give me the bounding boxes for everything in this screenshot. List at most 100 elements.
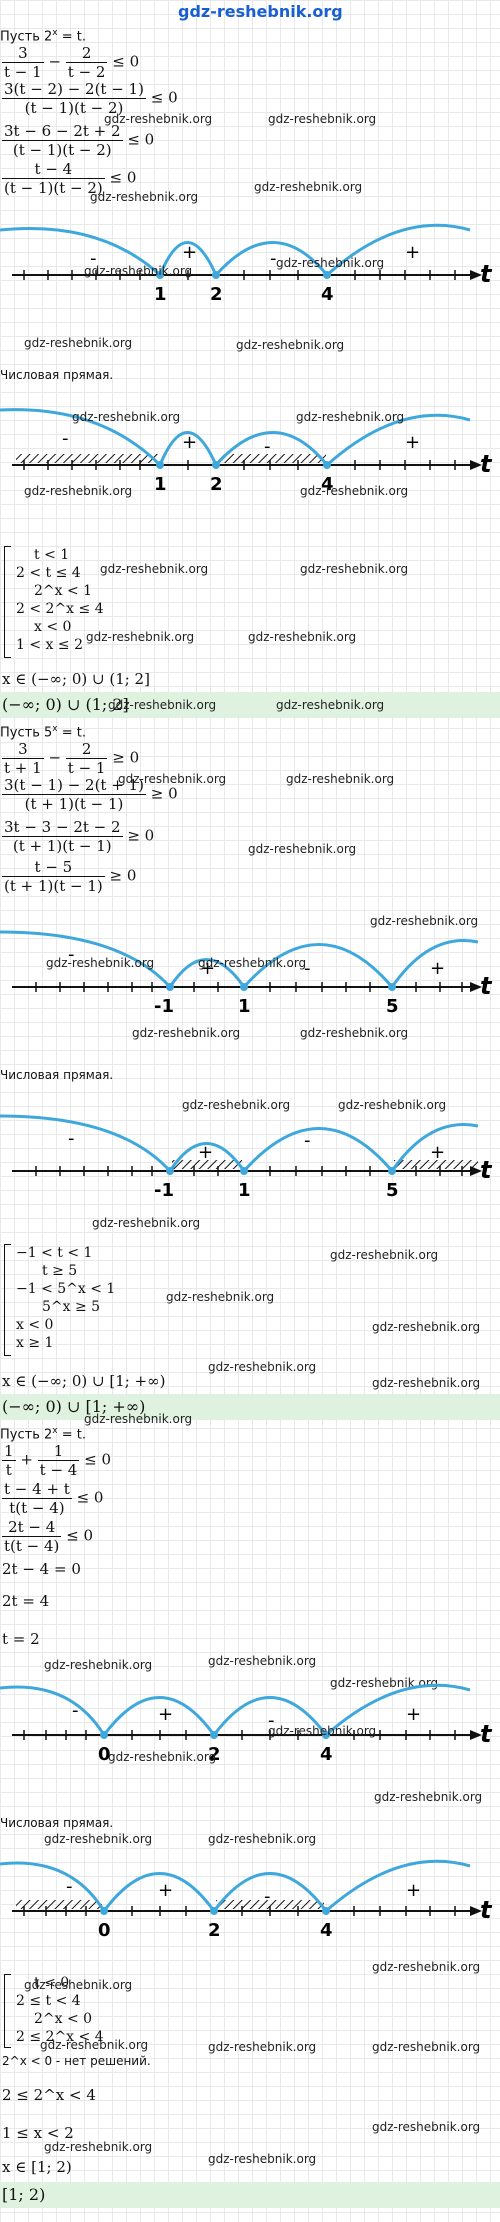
watermark: gdz-reshebnik.org	[24, 484, 133, 498]
inequality-4: t − 4(t − 1)(t − 2) ≤ 0	[2, 160, 137, 197]
point-label: 5	[386, 1180, 399, 1201]
watermark: gdz-reshebnik.org	[330, 1676, 439, 1690]
sign-label: +	[182, 432, 197, 453]
watermark: gdz-reshebnik.org	[248, 842, 357, 856]
point-label: 4	[321, 284, 334, 305]
sign-label: -	[72, 1700, 79, 1721]
watermark: gdz-reshebnik.org	[296, 410, 405, 424]
answer-box: (−∞; 0) ∪ (1; 2]	[0, 692, 500, 718]
watermark: gdz-reshebnik.org	[108, 698, 217, 712]
watermark: gdz-reshebnik.org	[44, 1832, 153, 1846]
point-label: 0	[98, 1744, 111, 1765]
answer-box: (−∞; 0) ∪ [1; +∞)	[0, 1394, 500, 1420]
inequality-3: 3t − 6 − 2t + 2(t − 1)(t − 2) ≤ 0	[2, 122, 155, 159]
point-label: 1	[238, 1180, 251, 1201]
point-label: 2	[210, 284, 223, 305]
equation-1: 2t − 4 = 0	[2, 1560, 81, 1578]
step-2: 1 ≤ x < 2	[2, 2124, 74, 2142]
sign-label: +	[158, 1704, 173, 1725]
point-label: -1	[154, 1180, 174, 1201]
watermark: gdz-reshebnik.org	[208, 1360, 317, 1374]
substitution-line: Пусть 2x = t.	[0, 1426, 86, 1443]
axis-label: t	[480, 972, 493, 1000]
sign-label: -	[264, 436, 271, 457]
number-line-caption: Числовая прямая.	[0, 1816, 114, 1830]
number-line-caption: Числовая прямая.	[0, 1068, 114, 1082]
point-label: 1	[154, 474, 167, 495]
inequality-2: 3(t − 2) − 2(t − 1)(t − 1)(t − 2) ≤ 0	[2, 80, 178, 117]
watermark: gdz-reshebnik.org	[374, 1790, 483, 1804]
number-line-hatched: 1 2 4 - + - + t	[0, 408, 493, 495]
watermark: gdz-reshebnik.org	[198, 956, 307, 970]
watermark: gdz-reshebnik.org	[90, 190, 199, 204]
point-label: 0	[98, 1920, 111, 1941]
point-label: 4	[320, 1744, 333, 1765]
watermark: gdz-reshebnik.org	[24, 1978, 133, 1992]
inequality-system: t < 1 2 < t ≤ 4 2^x < 1 2 < 2^x ≤ 4 x < …	[4, 546, 104, 658]
watermark: gdz-reshebnik.org	[276, 256, 385, 270]
sign-label: -	[66, 1876, 73, 1897]
solution-line: x ∈ (−∞; 0) ∪ [1; +∞)	[2, 1372, 166, 1390]
step-1: 2 ≤ 2^x < 4	[2, 2086, 96, 2104]
sign-label: -	[62, 428, 69, 449]
watermark: gdz-reshebnik.org	[182, 1098, 291, 1112]
no-solution-note: 2^x < 0 - нет решений.	[2, 2054, 151, 2068]
sign-label: +	[430, 1142, 445, 1163]
point-label: 1	[238, 996, 251, 1017]
watermark: gdz-reshebnik.org	[300, 562, 409, 576]
inequality-3: 3t − 3 − 2t − 2(t + 1)(t − 1) ≥ 0	[2, 818, 155, 855]
number-line: 0 2 4 - + - + t	[0, 1683, 493, 1765]
substitution-line: Пусть 2x = t.	[0, 28, 86, 45]
watermark: gdz-reshebnik.org	[372, 1960, 481, 1974]
axis-label: t	[480, 260, 493, 288]
axis-label: t	[480, 1156, 493, 1184]
inequality-system: −1 < t < 1 t ≥ 5 −1 < 5^x < 1 5^x ≥ 5 x …	[4, 1244, 115, 1356]
sign-label: -	[304, 1130, 311, 1151]
watermark: gdz-reshebnik.org	[84, 264, 193, 278]
inequality-2: 3(t − 1) − 2(t + 1)(t + 1)(t − 1) ≥ 0	[2, 776, 178, 813]
watermark: gdz-reshebnik.org	[248, 630, 357, 644]
watermark: gdz-reshebnik.org	[24, 336, 133, 350]
watermark: gdz-reshebnik.org	[40, 2038, 149, 2052]
equation-2: 2t = 4	[2, 1592, 50, 1610]
number-line-hatched: 0 2 4 - + - + t	[0, 1859, 493, 1941]
watermark: gdz-reshebnik.org	[132, 1026, 241, 1040]
axis-label: t	[480, 1720, 493, 1748]
watermark: gdz-reshebnik.org	[286, 772, 395, 786]
watermark: gdz-reshebnik.org	[372, 1376, 481, 1390]
point-label: 5	[386, 996, 399, 1017]
inequality-system: t < 0 2 ≤ t < 4 2^x < 0 2 ≤ 2^x < 4	[4, 1974, 104, 2048]
sign-label: -	[304, 958, 311, 979]
point-label: 1	[154, 284, 167, 305]
watermark: gdz-reshebnik.org	[372, 2040, 481, 2054]
sign-label: +	[200, 958, 215, 979]
watermark: gdz-reshebnik.org	[370, 914, 479, 928]
watermark: gdz-reshebnik.org	[236, 338, 345, 352]
sign-label: -	[90, 248, 97, 269]
watermark: gdz-reshebnik.org	[254, 180, 363, 194]
number-line-caption: Числовая прямая.	[0, 368, 114, 382]
point-label: 2	[210, 474, 223, 495]
watermark: gdz-reshebnik.org	[208, 1832, 317, 1846]
number-line: 1 2 4 - + - + t	[0, 223, 493, 305]
watermark: gdz-reshebnik.org	[372, 2120, 481, 2134]
watermark: gdz-reshebnik.org	[118, 772, 227, 786]
watermark: gdz-reshebnik.org	[84, 1412, 193, 1426]
sign-label: +	[406, 1880, 421, 1901]
sign-label: -	[268, 1710, 275, 1731]
inequality-4: t − 5(t + 1)(t − 1) ≥ 0	[2, 858, 137, 895]
watermark: gdz-reshebnik.org	[92, 1216, 201, 1230]
watermark: gdz-reshebnik.org	[338, 1098, 447, 1112]
point-label: 2	[208, 1920, 221, 1941]
number-line: -1 1 5 - + - + t	[0, 930, 493, 1017]
watermark: gdz-reshebnik.org	[330, 1248, 439, 1262]
sign-label: +	[405, 242, 420, 263]
sign-label: -	[68, 1128, 75, 1149]
equation-3: t = 2	[2, 1630, 40, 1648]
watermark: gdz-reshebnik.org	[166, 1290, 275, 1304]
